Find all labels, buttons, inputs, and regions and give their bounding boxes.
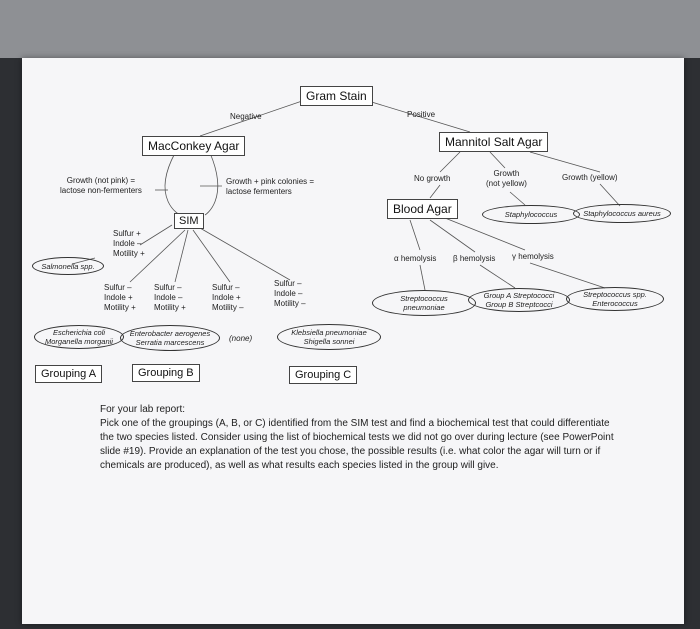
growth-not-yellow-label: Growth(not yellow) [486, 169, 527, 188]
salmonella-oval: Salmonella spp. [32, 257, 104, 275]
sim-result-1: Sulfur –Indole +Motility + [104, 283, 136, 312]
lactose-non-fermenter-label: Growth (not pink) =lactose non-fermenter… [60, 176, 142, 195]
lab-report-instructions: For your lab report: Pick one of the gro… [100, 403, 620, 473]
report-heading: For your lab report: [100, 404, 186, 415]
grouping-b-box: Grouping B [132, 364, 200, 382]
negative-label: Negative [230, 112, 262, 121]
macconkey-agar-box: MacConkey Agar [142, 136, 246, 156]
sim-result-4: Sulfur –Indole –Motility – [274, 279, 306, 308]
positive-label: Positive [407, 110, 436, 119]
alpha-hemolysis-label: α hemolysis [394, 254, 437, 263]
sim-result-2: Sulfur –Indole –Motility + [154, 283, 186, 312]
sim-result-salmonella: Sulfur +Indole –Motility + [113, 229, 145, 258]
beta-hemolysis-label: β hemolysis [453, 254, 496, 263]
lactose-fermenter-label: Growth + pink colonies =lactose fermente… [226, 177, 315, 196]
sim-box: SIM [174, 213, 204, 229]
strep-spp-oval: Streptococcus spp.Enterococcus [566, 287, 664, 311]
blood-agar-box: Blood Agar [387, 199, 458, 219]
grouping-c-box: Grouping C [289, 366, 358, 384]
growth-yellow-label: Growth (yellow) [562, 173, 618, 182]
mannitol-salt-agar-box: Mannitol Salt Agar [439, 132, 549, 152]
gram-stain-box: Gram Stain [300, 86, 373, 106]
staphylococcus-oval: Staphylococcus [482, 205, 580, 224]
no-growth-label: No growth [414, 174, 451, 183]
grouping-a-box: Grouping A [35, 365, 103, 383]
sim-result-3: Sulfur –Indole +Motility – [212, 283, 244, 312]
organism-none: (none) [229, 334, 253, 343]
report-body: Pick one of the groupings (A, B, or C) i… [100, 418, 614, 471]
staph-aureus-oval: Staphylococcus aureus [573, 204, 671, 223]
gamma-hemolysis-label: γ hemolysis [512, 252, 554, 261]
background-wall [0, 0, 700, 58]
